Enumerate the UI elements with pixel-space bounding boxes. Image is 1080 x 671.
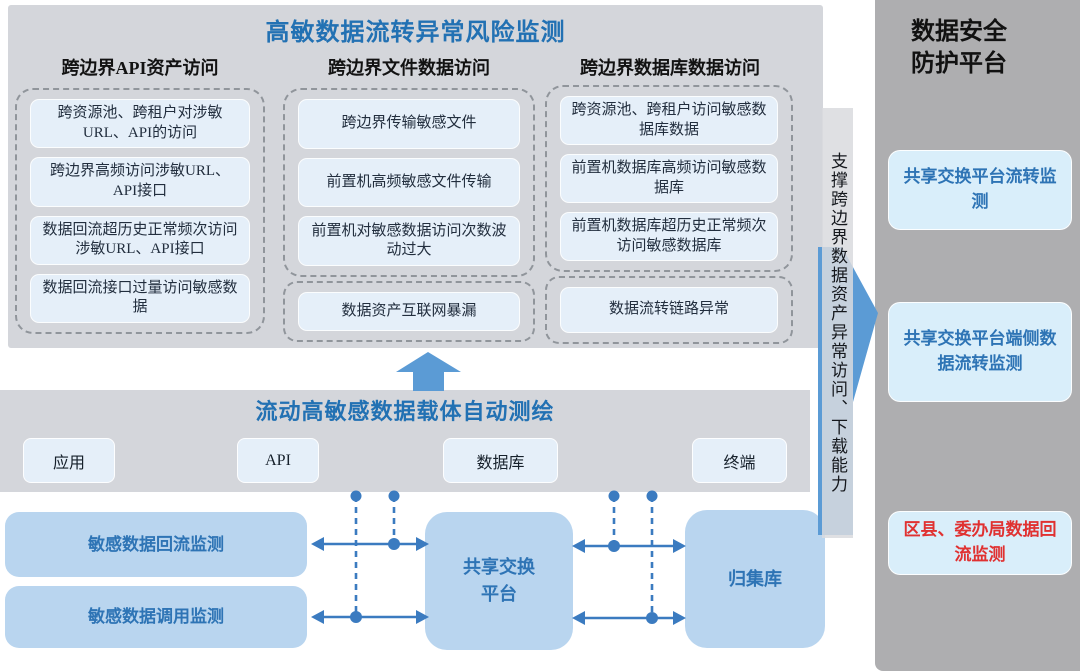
carrier-terminal: 终端 [692,438,787,483]
node-exchange-platform: 共享交换 平台 [425,512,573,650]
connector-dot [608,490,620,502]
connector-dot [608,540,620,552]
platform-box-endpoint-flow: 共享交换平台端侧数据流转监测 [888,302,1072,402]
arrowhead-icon [572,539,585,553]
risk-item: 数据回流接口过量访问敏感数据 [30,273,250,323]
risk-item: 跨资源池、跨租户对涉敏URL、API的访问 [30,99,250,149]
connector-dot [646,612,658,624]
support-capability-strip: 支撑跨边界数据资产异常访问、下载能力 [822,108,853,538]
risk-group-exposure: 数据资产互联网暴漏 [283,281,535,342]
risk-item: 跨边界高频访问涉敏URL、API接口 [30,157,250,207]
up-arrow-icon [396,352,461,391]
arrowhead-icon [572,611,585,625]
risk-group-link: 数据流转链路异常 [545,276,793,344]
node-collection-store: 归集库 [685,510,825,648]
risk-item: 数据资产互联网暴漏 [298,292,520,331]
connector-dot [388,538,400,550]
arrowhead-icon [311,610,324,624]
risk-item: 前置机对敏感数据访问次数波动过大 [298,216,520,267]
risk-group-api: 跨资源池、跨租户对涉敏URL、API的访问 跨边界高频访问涉敏URL、API接口… [15,88,265,334]
platform-box-exchange-flow: 共享交换平台流转监测 [888,150,1072,230]
platform-box-district-backflow: 区县、委办局数据回流监测 [888,511,1072,575]
risk-item: 前置机数据库超历史正常频次访问敏感数据库 [560,212,778,261]
carrier-api: API [237,438,319,483]
connector-dot [388,490,400,502]
risk-monitor-title: 高敏数据流转异常风险监测 [265,20,566,46]
connector-dot [646,490,658,502]
carrier-mapping-title: 流动高敏感数据载体自动测绘 [255,399,555,424]
column-header-api: 跨边界API资产访问 [61,58,219,78]
column-header-file: 跨边界文件数据访问 [328,58,490,78]
support-capability-label: 支撑跨边界数据资产异常访问、下载能力 [828,152,847,494]
node-backflow-monitor: 敏感数据回流监测 [5,512,307,577]
risk-item: 数据回流超历史正常频次访问涉敏URL、API接口 [30,215,250,265]
risk-item: 前置机高频敏感文件传输 [298,157,520,208]
risk-item: 数据流转链路异常 [560,287,778,333]
risk-group-database: 跨资源池、跨租户访问敏感数据库数据 前置机数据库高频访问敏感数据库 前置机数据库… [545,85,793,272]
carrier-database: 数据库 [443,438,558,483]
arrowhead-icon [311,537,324,551]
risk-item: 前置机数据库高频访问敏感数据库 [560,154,778,203]
connector-dot [350,490,362,502]
risk-group-file: 跨边界传输敏感文件 前置机高频敏感文件传输 前置机对敏感数据访问次数波动过大 [283,88,535,277]
carrier-app: 应用 [23,438,115,483]
carrier-mapping-panel [0,390,810,492]
node-invoke-monitor: 敏感数据调用监测 [5,586,307,648]
column-header-database: 跨边界数据库数据访问 [580,58,760,78]
connector-dot [350,611,362,623]
risk-item: 跨边界传输敏感文件 [298,99,520,149]
risk-item: 跨资源池、跨租户访问敏感数据库数据 [560,96,778,145]
security-platform-title: 数据安全 防护平台 [911,19,1007,78]
